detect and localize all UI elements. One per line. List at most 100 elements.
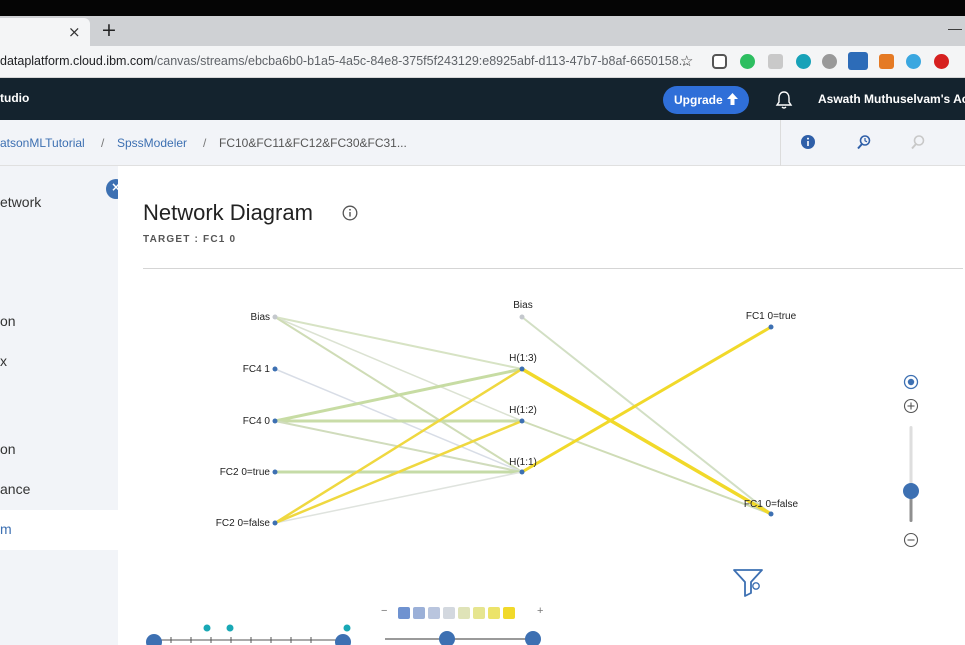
react-extension-icon[interactable] — [906, 54, 921, 69]
url-text[interactable]: dataplatform.cloud.ibm.com/canvas/stream… — [0, 54, 689, 68]
filter-icon[interactable] — [732, 566, 764, 598]
edges — [274, 316, 772, 525]
legend-min-label: − — [381, 605, 388, 617]
search-history-icon[interactable] — [856, 134, 872, 150]
sidebar-active-highlight — [0, 510, 118, 550]
slider-handle-right[interactable] — [525, 631, 541, 645]
nodes — [272, 314, 774, 526]
node-hidden[interactable] — [519, 366, 525, 372]
top-bar — [0, 0, 965, 16]
search-disabled-icon — [911, 135, 925, 150]
sidebar — [0, 166, 118, 645]
edge-strong — [274, 419, 523, 525]
zoom-reset-icon[interactable] — [903, 374, 919, 390]
zoom-in-icon[interactable] — [903, 398, 919, 414]
url-host: dataplatform.cloud.ibm.com — [0, 54, 154, 68]
evernote-extension-icon[interactable] — [740, 54, 755, 69]
sidebar-item-active[interactable]: m — [0, 521, 12, 537]
slider-handle-left[interactable] — [146, 634, 162, 645]
node-label: FC1 0=true — [746, 311, 797, 322]
sidebar-item[interactable]: ance — [0, 481, 31, 497]
node-output[interactable] — [768, 324, 774, 330]
node-input[interactable] — [272, 366, 278, 372]
app-name: tudio — [0, 91, 30, 105]
legend-swatch — [413, 607, 425, 619]
node-label: FC1 0=false — [744, 499, 799, 510]
node-input-bias[interactable] — [272, 314, 278, 320]
address-bar[interactable]: dataplatform.cloud.ibm.com/canvas/stream… — [0, 46, 965, 78]
target-label: TARGET : FC1 0 — [143, 234, 237, 245]
close-icon: × — [111, 180, 122, 194]
legend-swatch — [503, 607, 515, 619]
minimize-window-icon[interactable]: — — [948, 20, 962, 36]
node-label: H(1:2) — [509, 405, 537, 416]
node-input[interactable] — [272, 520, 278, 526]
tab-close-icon[interactable]: × — [68, 23, 81, 41]
sidebar-item[interactable]: on — [0, 313, 16, 329]
node-label: H(1:1) — [509, 457, 537, 468]
edge — [521, 420, 772, 515]
zoom-out-icon[interactable] — [903, 532, 919, 548]
legend-max-label: + — [537, 605, 544, 617]
main-panel — [118, 166, 965, 645]
toolbar-divider — [780, 120, 781, 166]
browser-tab[interactable]: × — [0, 18, 90, 46]
app-header: tudio — [0, 78, 965, 120]
node-label: FC2 0=true — [220, 467, 271, 478]
new-badge-extension-icon[interactable] — [848, 52, 868, 70]
node-input[interactable] — [272, 469, 278, 475]
divider — [143, 268, 963, 269]
bookmark-star-icon[interactable]: ☆ — [680, 52, 694, 70]
node-output[interactable] — [768, 511, 774, 517]
title-info-icon[interactable] — [342, 205, 358, 221]
legend-swatch — [488, 607, 500, 619]
zoom-controls — [903, 374, 919, 548]
page-title: Network Diagram — [143, 200, 313, 225]
legend-swatch — [428, 607, 440, 619]
node-label: H(1:3) — [509, 353, 537, 364]
sidebar-item-network[interactable]: etwork — [0, 194, 42, 210]
breadcrumb-flow[interactable]: SpssModeler — [117, 136, 188, 150]
legend-swatch — [398, 607, 410, 619]
fox-extension-icon[interactable] — [879, 54, 894, 69]
node-hidden[interactable] — [519, 469, 525, 475]
legend-swatch — [443, 607, 455, 619]
edge-strong — [521, 367, 772, 516]
satellite-extension-icon[interactable] — [822, 54, 837, 69]
node-hidden-bias[interactable] — [519, 314, 525, 320]
slider-handle-right[interactable] — [335, 634, 351, 645]
upgrade-button[interactable]: Upgrade — [663, 86, 749, 114]
info-icon[interactable] — [800, 134, 816, 150]
edge — [274, 367, 523, 423]
edge — [274, 471, 523, 524]
upgrade-label: Upgrade — [674, 93, 723, 107]
zoom-reset-dot — [907, 378, 915, 386]
breadcrumb-separator: / — [101, 136, 105, 150]
slider-marker — [226, 624, 234, 632]
color-range-slider[interactable] — [385, 631, 541, 645]
edge — [521, 316, 772, 515]
pocket-extension-icon[interactable] — [712, 54, 727, 69]
url-path: /canvas/streams/ebcba6b0-b1a5-4a5c-84e8-… — [153, 54, 690, 68]
account-name[interactable]: Aswath Muthuselvam's Ac — [818, 92, 965, 106]
teal-extension-icon[interactable] — [796, 54, 811, 69]
node-hidden[interactable] — [519, 418, 525, 424]
upload-arrow-icon — [727, 93, 738, 105]
sidebar-item[interactable]: on — [0, 441, 16, 457]
opera-extension-icon[interactable] — [934, 54, 949, 69]
zoom-slider-handle[interactable] — [903, 483, 919, 499]
breadcrumb-separator: / — [203, 136, 207, 150]
grey-extension-icon[interactable] — [768, 54, 783, 69]
node-label: FC4 0 — [243, 416, 271, 427]
breadcrumb-project[interactable]: atsonMLTutorial — [0, 136, 85, 150]
edge-strong — [274, 367, 523, 525]
edge — [274, 316, 523, 422]
sidebar-item[interactable]: x — [0, 353, 7, 369]
node-input[interactable] — [272, 418, 278, 424]
new-tab-icon[interactable]: + — [101, 19, 117, 41]
notification-bell-icon[interactable] — [775, 90, 793, 110]
slider-handle-left[interactable] — [439, 631, 455, 645]
weight-range-slider[interactable] — [146, 624, 351, 645]
